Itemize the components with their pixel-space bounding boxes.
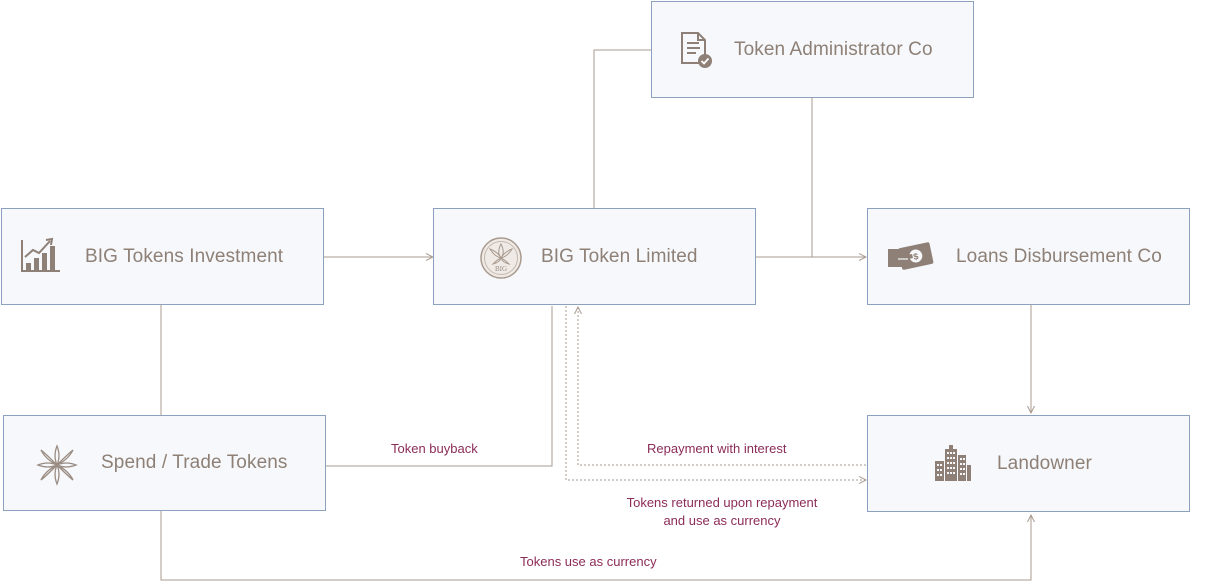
svg-text:$: $ bbox=[912, 251, 919, 262]
node-label: BIG Token Limited bbox=[541, 245, 698, 267]
connector-token-buyback bbox=[326, 306, 553, 467]
node-landowner: Landowner bbox=[867, 415, 1190, 512]
edge-label-line: Tokens returned upon repayment bbox=[626, 495, 818, 510]
big-coin-icon: BIG bbox=[480, 237, 522, 279]
arrow-repayment bbox=[578, 307, 866, 466]
arrow-tokens-currency bbox=[160, 511, 1031, 581]
money-hand-icon: $ bbox=[888, 242, 934, 270]
node-big-token-limited: BIG BIG Token Limited bbox=[433, 208, 756, 305]
node-big-tokens-investment: BIG Tokens Investment bbox=[1, 208, 324, 305]
growth-chart-icon bbox=[21, 237, 60, 272]
buildings-icon bbox=[935, 445, 971, 481]
edge-label-tokens-currency: Tokens use as currency bbox=[520, 554, 657, 569]
edge-label-tokens-returned: Tokens returned upon repayment and use a… bbox=[612, 494, 832, 530]
edge-label-token-buyback: Token buyback bbox=[391, 441, 478, 456]
certificate-icon bbox=[681, 32, 712, 68]
node-label: Loans Disbursement Co bbox=[956, 245, 1162, 267]
node-label: Landowner bbox=[997, 452, 1092, 474]
coin-text: BIG bbox=[495, 265, 507, 273]
node-token-administrator: Token Administrator Co bbox=[651, 1, 974, 98]
node-label: Spend / Trade Tokens bbox=[101, 452, 288, 473]
connector-limited-admin bbox=[593, 49, 651, 208]
arrow-tokens-returned bbox=[565, 306, 866, 480]
flower-logo-icon bbox=[36, 444, 78, 486]
node-loans-disbursement: $ Loans Disbursement Co bbox=[867, 208, 1190, 305]
edge-label-repayment: Repayment with interest bbox=[647, 441, 787, 456]
node-spend-trade-tokens: Spend / Trade Tokens bbox=[3, 415, 326, 511]
node-label: Token Administrator Co bbox=[734, 38, 933, 60]
node-label: BIG Tokens Investment bbox=[85, 245, 284, 267]
edge-label-line: and use as currency bbox=[663, 513, 781, 528]
